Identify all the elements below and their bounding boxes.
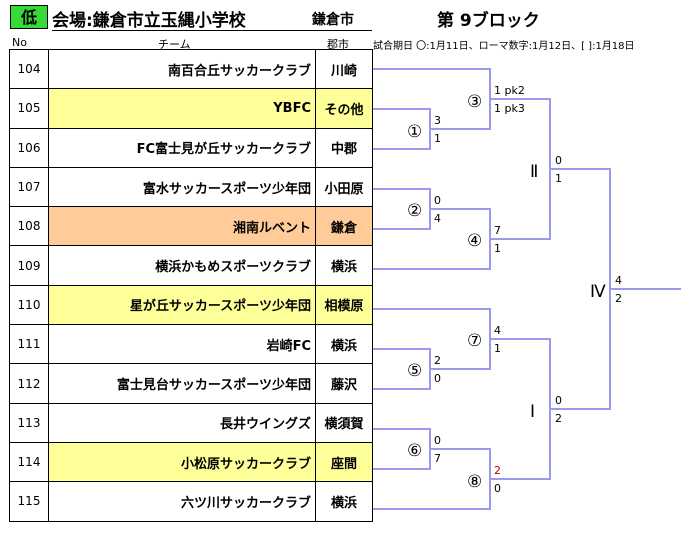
header-underline <box>52 30 372 31</box>
team-number: 112 <box>9 363 49 404</box>
score-top-r1: 0 <box>555 394 562 407</box>
match-label-r1: Ⅰ <box>530 402 535 422</box>
bracket-line-r1 <box>490 338 551 480</box>
match-label-r2: Ⅱ <box>530 162 538 182</box>
team-city: 横浜 <box>315 481 373 522</box>
score-top-m7: 4 <box>494 324 501 337</box>
team-city: 小田原 <box>315 166 373 208</box>
column-header-team: チーム <box>158 38 191 51</box>
team-name: 岩崎FC <box>48 324 316 365</box>
team-city: 鎌倉 <box>315 206 373 247</box>
level-badge: 低 <box>10 5 48 29</box>
column-header-no: No <box>12 36 27 49</box>
score-top-r2: 0 <box>555 154 562 167</box>
score-top-m4: 7 <box>494 224 501 237</box>
score-bottom-m6: 7 <box>434 452 441 465</box>
team-city: 川崎 <box>315 48 373 90</box>
schedule-legend: 試合期日 〇:1月11日、ローマ数字:1月12日、[ ]:1月18日 <box>373 41 635 52</box>
score-top-m8: 2 <box>494 464 501 477</box>
match-label-m6: ⑥ <box>407 441 422 461</box>
score-top-m1: 3 <box>434 114 441 127</box>
team-number: 110 <box>9 284 49 326</box>
match-label-m8: ⑧ <box>467 472 482 492</box>
venue-title: 会場:鎌倉市立玉縄小学校 <box>52 11 246 31</box>
team-city: 相模原 <box>315 284 373 326</box>
score-bottom-m2: 4 <box>434 212 441 225</box>
score-top-m5: 2 <box>434 354 441 367</box>
match-label-m7: ⑦ <box>467 331 482 351</box>
match-label-m5: ⑤ <box>407 361 422 381</box>
team-city: その他 <box>315 88 373 129</box>
score-top-r4: 4 <box>615 274 622 287</box>
team-name: 南百合丘サッカークラブ <box>48 48 316 90</box>
team-number: 115 <box>9 481 49 522</box>
match-label-m4: ④ <box>467 231 482 251</box>
bracket-line-r2 <box>490 98 551 240</box>
match-label-r4: Ⅳ <box>590 282 606 302</box>
score-bottom-m3: 1 pk3 <box>494 102 525 115</box>
match-label-m3: ③ <box>467 92 482 112</box>
team-city: 座間 <box>315 441 373 483</box>
score-top-m2: 0 <box>434 194 441 207</box>
team-number: 107 <box>9 166 49 208</box>
score-bottom-m1: 1 <box>434 132 441 145</box>
match-label-m1: ① <box>407 122 422 142</box>
score-bottom-r1: 2 <box>555 412 562 425</box>
score-bottom-r4: 2 <box>615 292 622 305</box>
score-bottom-m5: 0 <box>434 372 441 385</box>
team-name: 六ツ川サッカークラブ <box>48 481 316 522</box>
team-name: 長井ウイングズ <box>48 402 316 443</box>
team-number: 106 <box>9 127 49 168</box>
team-city: 横浜 <box>315 324 373 365</box>
team-number: 105 <box>9 88 49 129</box>
match-label-m2: ② <box>407 201 422 221</box>
score-top-m3: 1 pk2 <box>494 84 525 97</box>
venue-city: 鎌倉市 <box>312 12 354 28</box>
score-bottom-m8: 0 <box>494 482 501 495</box>
team-city: 横須賀 <box>315 402 373 443</box>
team-name: 横浜かもめスポーツクラブ <box>48 245 316 286</box>
score-top-m6: 0 <box>434 434 441 447</box>
team-city: 中郡 <box>315 127 373 168</box>
team-name: 星が丘サッカースポーツ少年団 <box>48 284 316 326</box>
block-title: 第 9ブロック <box>437 11 540 31</box>
score-bottom-m7: 1 <box>494 342 501 355</box>
score-bottom-r2: 1 <box>555 172 562 185</box>
team-name: YBFC <box>48 88 316 129</box>
score-bottom-m4: 1 <box>494 242 501 255</box>
column-header-city: 郡市 <box>327 38 349 51</box>
team-name: FC富士見が丘サッカークラブ <box>48 127 316 168</box>
